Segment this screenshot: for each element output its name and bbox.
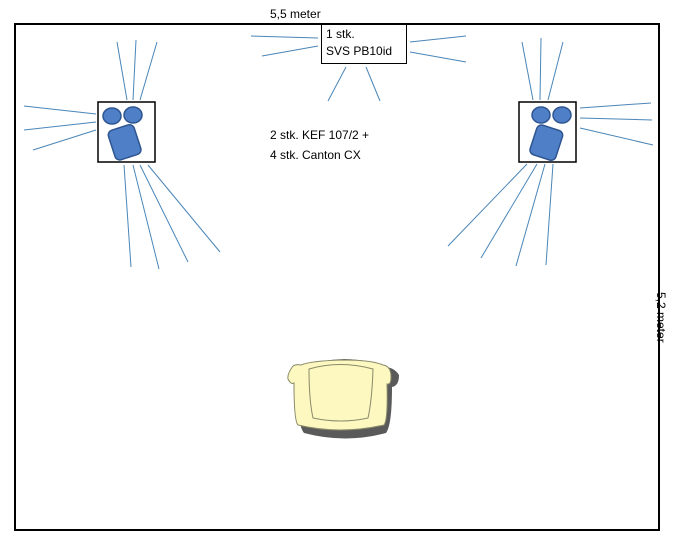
right-speaker-tweeter-icon [531, 106, 551, 124]
subwoofer-model-label: SVS PB10id [326, 44, 393, 58]
left-speaker-woofer-icon [107, 123, 142, 161]
room-outline [14, 23, 660, 531]
right-speaker-woofer-icon [529, 124, 564, 161]
right-speaker-tweeter-icon [552, 106, 572, 124]
room-width-label: 5,5 meter [270, 7, 321, 21]
subwoofer-box: 1 stk. SVS PB10id [321, 24, 407, 64]
left-speaker-sound-lines [23, 39, 221, 270]
left-speaker-tweeter-icon [123, 106, 143, 124]
left-speaker [97, 101, 156, 163]
speaker-note-line-1: 2 stk. KEF 107/2 + [270, 128, 370, 142]
right-speaker-sound-lines [447, 37, 654, 267]
room-height-label: 5,2 meter [654, 292, 668, 343]
speaker-note-line-2: 4 stk. Canton CX [270, 148, 361, 162]
subwoofer-sound-lines [250, 35, 467, 102]
left-speaker-tweeter-icon [102, 107, 122, 125]
subwoofer-count-label: 1 stk. [326, 27, 355, 41]
speaker-note: 2 stk. KEF 107/2 + 4 stk. Canton CX [270, 125, 369, 165]
armchair-icon [287, 359, 399, 439]
right-speaker [518, 101, 577, 163]
